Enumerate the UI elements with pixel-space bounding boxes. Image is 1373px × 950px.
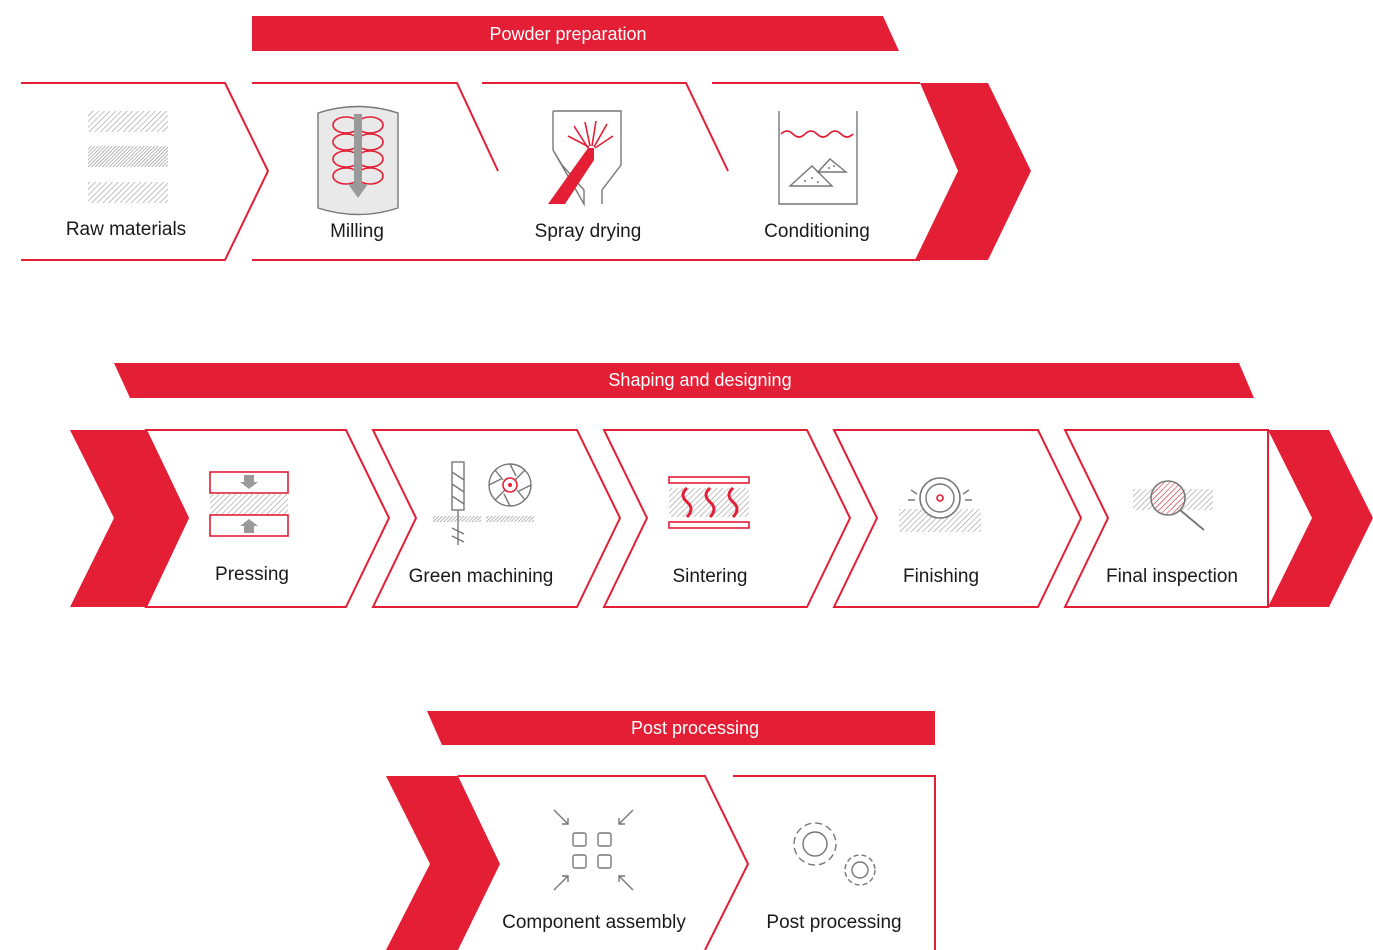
step-label: Milling xyxy=(330,221,384,242)
step-label: Finishing xyxy=(903,566,979,587)
step-label: Final inspection xyxy=(1106,566,1238,587)
stage-post-processing: Post processing Component assembly xyxy=(386,711,936,950)
step-label: Conditioning xyxy=(764,221,870,242)
raw-materials-icon xyxy=(88,111,168,203)
stage-banner: Post processing xyxy=(427,711,935,745)
component-assembly-icon xyxy=(553,809,634,891)
step-label: Raw materials xyxy=(66,219,186,240)
step-spray-drying: Spray drying xyxy=(482,82,729,242)
stage-end-arrow xyxy=(915,83,1031,260)
stage-banner: Shaping and designing xyxy=(114,363,1254,398)
conditioning-icon xyxy=(778,111,858,205)
step-label: Spray drying xyxy=(535,221,642,242)
step-label: Green machining xyxy=(409,566,554,587)
step-raw-materials: Raw materials xyxy=(21,82,270,261)
stage-title: Post processing xyxy=(631,718,759,738)
step-finishing: Finishing xyxy=(832,429,1083,608)
post-processing-icon xyxy=(793,822,876,886)
finishing-icon xyxy=(899,477,981,532)
step-component-assembly: Component assembly xyxy=(458,775,750,950)
step-conditioning: Conditioning xyxy=(712,82,1031,260)
step-green-machining: Green machining xyxy=(371,429,622,608)
stage-powder-preparation: Powder preparation Raw materials xyxy=(21,16,1031,261)
stage-title: Powder preparation xyxy=(489,24,646,44)
step-label: Sintering xyxy=(673,566,748,587)
step-label: Pressing xyxy=(215,564,289,585)
final-inspection-icon xyxy=(1133,480,1213,531)
stage-shaping-and-designing: Shaping and designing Pressing xyxy=(70,363,1373,608)
stage-title: Shaping and designing xyxy=(608,370,791,390)
step-pressing: Pressing xyxy=(144,429,391,608)
stage-start-arrow xyxy=(386,776,500,950)
stage-start-arrow xyxy=(70,430,188,607)
step-sintering: Sintering xyxy=(602,429,852,608)
step-final-inspection: Final inspection xyxy=(1063,429,1373,608)
spray-drying-icon xyxy=(548,110,622,207)
step-label: Component assembly xyxy=(502,912,686,933)
stage-end-arrow xyxy=(1268,430,1373,607)
sintering-icon xyxy=(668,476,750,529)
milling-icon xyxy=(317,105,399,216)
pressing-icon xyxy=(209,471,289,537)
step-milling: Milling xyxy=(252,82,920,261)
step-post-processing: Post processing xyxy=(733,775,936,950)
step-label: Post processing xyxy=(766,912,901,933)
green-machining-icon xyxy=(433,461,534,545)
stage-banner: Powder preparation xyxy=(252,16,899,51)
